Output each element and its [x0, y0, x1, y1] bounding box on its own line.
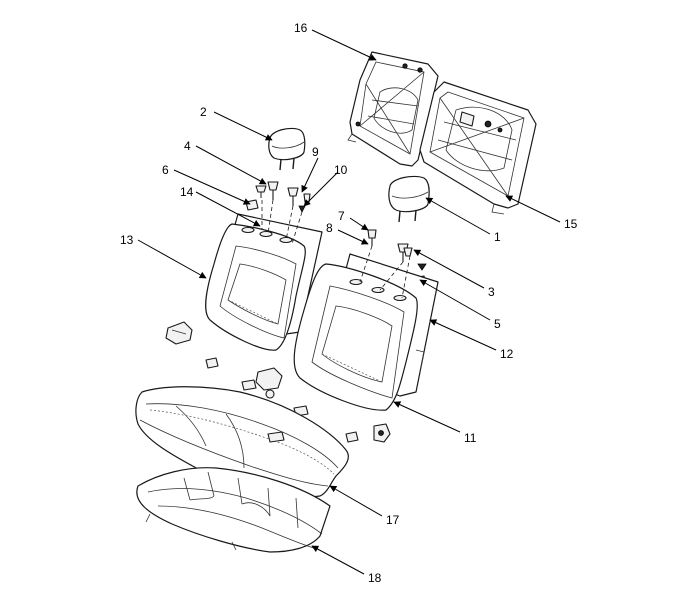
callout-16: 16 — [294, 21, 308, 35]
callout-17: 17 — [386, 513, 400, 527]
callout-10: 10 — [334, 163, 348, 177]
latch-left — [165, 321, 193, 345]
clip-right-a — [417, 263, 427, 271]
hook-small — [205, 357, 219, 369]
callout-labels: 1 2 3 4 5 6 7 8 9 10 11 12 13 14 15 16 1… — [120, 21, 578, 585]
seatback-frame-right — [419, 81, 537, 215]
hook-right — [345, 431, 359, 443]
callout-4: 4 — [184, 139, 191, 153]
callout-5: 5 — [494, 317, 501, 331]
seatback-frame-left — [347, 51, 439, 167]
callout-18: 18 — [368, 571, 382, 585]
headrest-guide-left-a — [267, 181, 279, 200]
callout-2: 2 — [200, 105, 207, 119]
assembly-lines — [261, 199, 411, 299]
callout-12: 12 — [500, 347, 514, 361]
guide-cap-left — [298, 193, 311, 213]
bolt-left — [255, 185, 267, 198]
callout-1: 1 — [494, 230, 501, 244]
seatback-cover-right — [293, 263, 418, 411]
callout-8: 8 — [326, 221, 333, 235]
callout-13: 13 — [120, 233, 134, 247]
callout-15: 15 — [564, 217, 578, 231]
clip-left — [245, 199, 259, 211]
leader-lines — [137, 29, 561, 575]
headrest-right — [388, 175, 430, 223]
callout-3: 3 — [488, 285, 495, 299]
seat-cushion-frame — [136, 467, 331, 553]
headrest-guide-left-b — [287, 187, 299, 206]
callout-11: 11 — [464, 431, 477, 445]
headrest-left — [268, 127, 306, 171]
latch-right — [373, 423, 391, 443]
callout-7: 7 — [338, 209, 345, 223]
callout-14: 14 — [180, 185, 194, 199]
seatback-cover-left — [205, 223, 306, 351]
headrest-guide-right-a — [367, 229, 377, 246]
seat-cushion — [135, 386, 349, 498]
callout-6: 6 — [162, 163, 169, 177]
buckle-assembly — [241, 367, 283, 399]
guide-cap-right — [403, 247, 413, 257]
callout-9: 9 — [312, 145, 319, 159]
